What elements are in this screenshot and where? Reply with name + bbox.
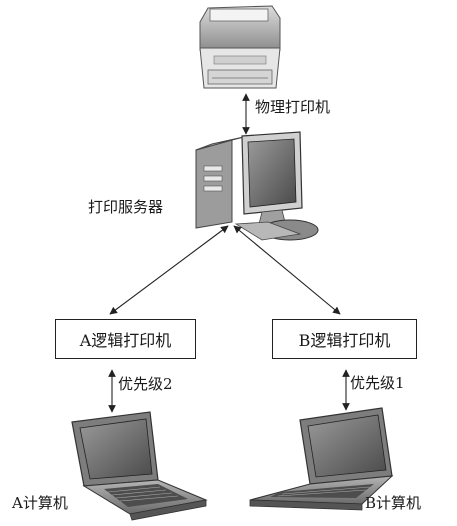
priority-b-label: 优先级1 xyxy=(350,374,405,392)
computer-b-label: B计算机 xyxy=(365,494,422,512)
physical-printer-label: 物理打印机 xyxy=(255,98,331,116)
server-logical-a-connector xyxy=(109,225,229,315)
laptop-b-icon xyxy=(249,407,394,511)
logical-printer-b-box: B逻辑打印机 xyxy=(272,319,417,359)
logical-printer-a-label: A逻辑打印机 xyxy=(79,331,172,350)
print-server-label: 打印服务器 xyxy=(88,198,164,216)
priority-a-label: 优先级2 xyxy=(118,375,173,393)
laptop-a-icon xyxy=(71,411,208,521)
server-computer-icon xyxy=(195,131,319,241)
server-logical-b-connector xyxy=(233,225,341,315)
printer-icon xyxy=(199,5,281,89)
computer-a-label: A计算机 xyxy=(12,494,68,512)
logical-printer-a-box: A逻辑打印机 xyxy=(55,319,196,359)
logical-printer-b-label: B逻辑打印机 xyxy=(298,331,391,350)
